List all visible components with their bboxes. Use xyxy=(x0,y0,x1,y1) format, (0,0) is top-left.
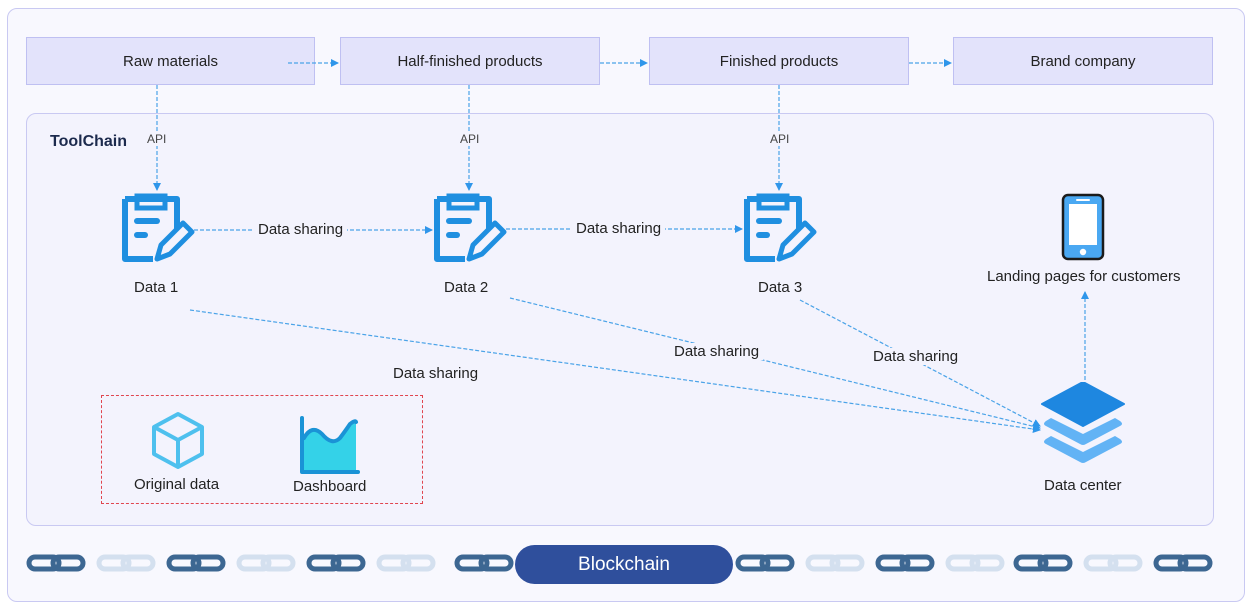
data-node-label: Data 3 xyxy=(758,279,803,296)
chain-link-icon xyxy=(945,554,1005,572)
chain-link-icon xyxy=(454,554,514,572)
smartphone-icon[interactable] xyxy=(1061,193,1105,261)
chain-link-icon xyxy=(875,554,935,572)
clipboard-edit-icon[interactable] xyxy=(431,193,507,265)
cube-icon[interactable] xyxy=(151,411,205,469)
toolchain-panel xyxy=(26,113,1214,526)
chain-link-icon xyxy=(166,554,226,572)
landing-label: Landing pages for customers xyxy=(987,268,1181,285)
api-label: API xyxy=(768,132,792,146)
sharing-label: Data sharing xyxy=(670,343,764,360)
chain-link-icon xyxy=(1153,554,1213,572)
chain-link-icon xyxy=(236,554,296,572)
sharing-label: Data sharing xyxy=(572,220,666,237)
data-node-label: Data 1 xyxy=(134,279,179,296)
stage-finished-products[interactable]: Finished products xyxy=(649,37,909,85)
sharing-connector xyxy=(509,297,1041,431)
stage-half-finished-products[interactable]: Half-finished products xyxy=(340,37,600,85)
chain-link-icon xyxy=(1013,554,1073,572)
sharing-label: Data sharing xyxy=(389,365,483,382)
sharing-label: Data sharing xyxy=(869,348,963,365)
blockchain-label: Blockchain xyxy=(578,553,670,575)
clipboard-edit-icon[interactable] xyxy=(741,193,817,265)
original-data-label: Original data xyxy=(134,476,220,493)
layers-icon[interactable] xyxy=(1040,382,1126,468)
chain-link-icon xyxy=(1083,554,1143,572)
stage-label: Half-finished products xyxy=(397,52,543,70)
stage-raw-materials[interactable]: Raw materials xyxy=(26,37,315,85)
data-center-label: Data center xyxy=(1044,477,1122,494)
chain-link-icon xyxy=(96,554,156,572)
chain-link-icon xyxy=(306,554,366,572)
chain-link-icon xyxy=(376,554,436,572)
sharing-connector xyxy=(189,309,1041,433)
api-label: API xyxy=(458,132,482,146)
chain-link-icon xyxy=(805,554,865,572)
stage-label: Brand company xyxy=(1030,52,1136,70)
api-label: API xyxy=(145,132,169,146)
clipboard-edit-icon[interactable] xyxy=(119,193,195,265)
stage-label: Raw materials xyxy=(122,52,219,70)
data-node-label: Data 2 xyxy=(444,279,489,296)
stage-label: Finished products xyxy=(719,52,839,70)
chain-link-icon xyxy=(735,554,795,572)
sharing-label: Data sharing xyxy=(254,221,348,238)
area-chart-icon[interactable] xyxy=(298,416,360,476)
chain-link-icon xyxy=(26,554,86,572)
toolchain-title: ToolChain xyxy=(50,133,128,150)
dashboard-label: Dashboard xyxy=(293,478,367,495)
blockchain-badge[interactable]: Blockchain xyxy=(515,545,733,584)
stage-brand-company[interactable]: Brand company xyxy=(953,37,1213,85)
tools-group xyxy=(101,395,423,504)
